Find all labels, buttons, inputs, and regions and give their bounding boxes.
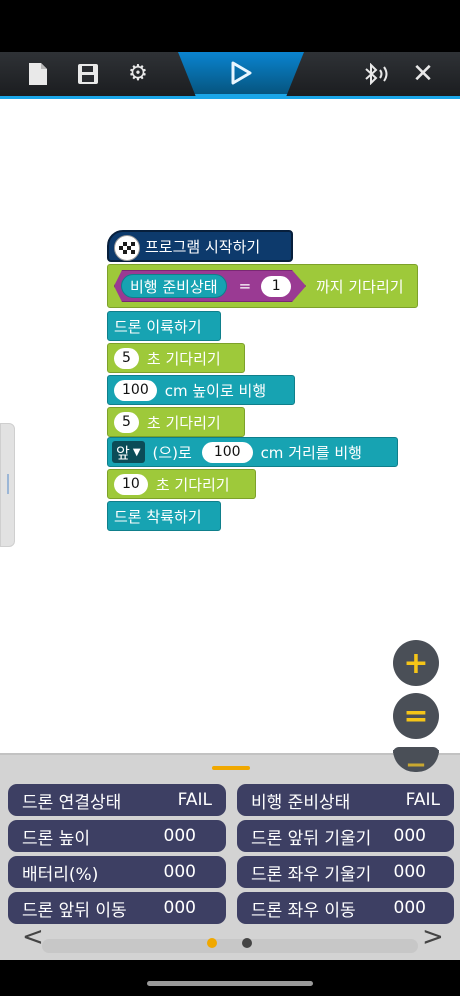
ready-value-input[interactable]: 1 (261, 276, 291, 297)
move-block[interactable]: 앞 ▼ (으)로 100 cm 거리를 비행 (107, 437, 398, 467)
side-panel-handle[interactable] (0, 423, 15, 547)
play-icon (231, 61, 252, 85)
ready-state-reporter[interactable]: 비행 준비상태 (121, 274, 227, 298)
wait-block-1[interactable]: 5 초 기다리기 (107, 343, 245, 373)
status-battery: 배터리(%)000 (8, 856, 226, 888)
land-block[interactable]: 드론 착륙하기 (107, 501, 221, 531)
start-label: 프로그램 시작하기 (145, 237, 261, 256)
wait-block-3[interactable]: 10 초 기다리기 (107, 469, 256, 499)
close-icon[interactable]: ✕ (412, 59, 434, 89)
minus-icon: − (405, 750, 427, 780)
panel-grip[interactable] (212, 766, 250, 770)
block-canvas[interactable]: 프로그램 시작하기 비행 준비상태 = 1 까지 기다리기 드론 이륙하기 5 … (0, 99, 460, 753)
fly-height-suffix: cm 높이로 비행 (164, 381, 267, 400)
chevron-down-icon: ▼ (132, 446, 141, 458)
wait-until-suffix: 까지 기다리기 (316, 277, 404, 296)
zoom-out-button-peek[interactable]: − (393, 750, 439, 780)
move-suffix: cm 거리를 비행 (260, 443, 362, 462)
new-file-icon[interactable] (24, 52, 52, 96)
equals-icon: = (403, 698, 429, 734)
page-dot[interactable] (242, 938, 252, 948)
settings-icon[interactable]: ⚙ (128, 61, 148, 86)
prev-page-button[interactable]: < (22, 922, 44, 952)
zoom-in-button[interactable]: + (393, 640, 439, 686)
toolbar: ⚙ ✕ (0, 52, 460, 99)
distance-input[interactable]: 100 (201, 441, 253, 463)
equals-operator: = (238, 277, 252, 295)
home-indicator (147, 981, 313, 986)
height-input[interactable]: 100 (114, 379, 157, 401)
pager-bar (0, 933, 460, 958)
wait-3-suffix: 초 기다리기 (155, 475, 230, 494)
compare-block[interactable]: 비행 준비상태 = 1 (114, 270, 306, 302)
plus-icon: + (403, 645, 429, 681)
wait-until-block[interactable]: 비행 준비상태 = 1 까지 기다리기 (107, 264, 418, 308)
page-dot-active[interactable] (207, 938, 217, 948)
direction-dropdown[interactable]: 앞 ▼ (112, 441, 145, 463)
wait-2-suffix: 초 기다리기 (146, 413, 221, 432)
land-label: 드론 착륙하기 (114, 507, 202, 526)
wait-2-input[interactable]: 5 (114, 411, 139, 433)
wait-1-input[interactable]: 5 (114, 347, 139, 369)
takeoff-block[interactable]: 드론 이륙하기 (107, 311, 221, 341)
move-mid-label: (으)로 (152, 443, 192, 462)
fly-height-block[interactable]: 100 cm 높이로 비행 (107, 375, 295, 405)
flag-icon (114, 235, 140, 261)
wait-1-suffix: 초 기다리기 (146, 349, 221, 368)
takeoff-label: 드론 이륙하기 (114, 317, 202, 336)
bluetooth-icon[interactable] (360, 52, 394, 96)
start-block[interactable]: 프로그램 시작하기 (107, 230, 293, 262)
save-icon[interactable] (74, 52, 102, 96)
next-page-button[interactable]: > (422, 922, 444, 952)
run-button[interactable] (178, 52, 304, 96)
wait-block-2[interactable]: 5 초 기다리기 (107, 407, 245, 437)
direction-value: 앞 (116, 443, 130, 462)
zoom-reset-button[interactable]: = (393, 693, 439, 739)
pager-track (42, 939, 418, 953)
wait-3-input[interactable]: 10 (114, 473, 148, 495)
